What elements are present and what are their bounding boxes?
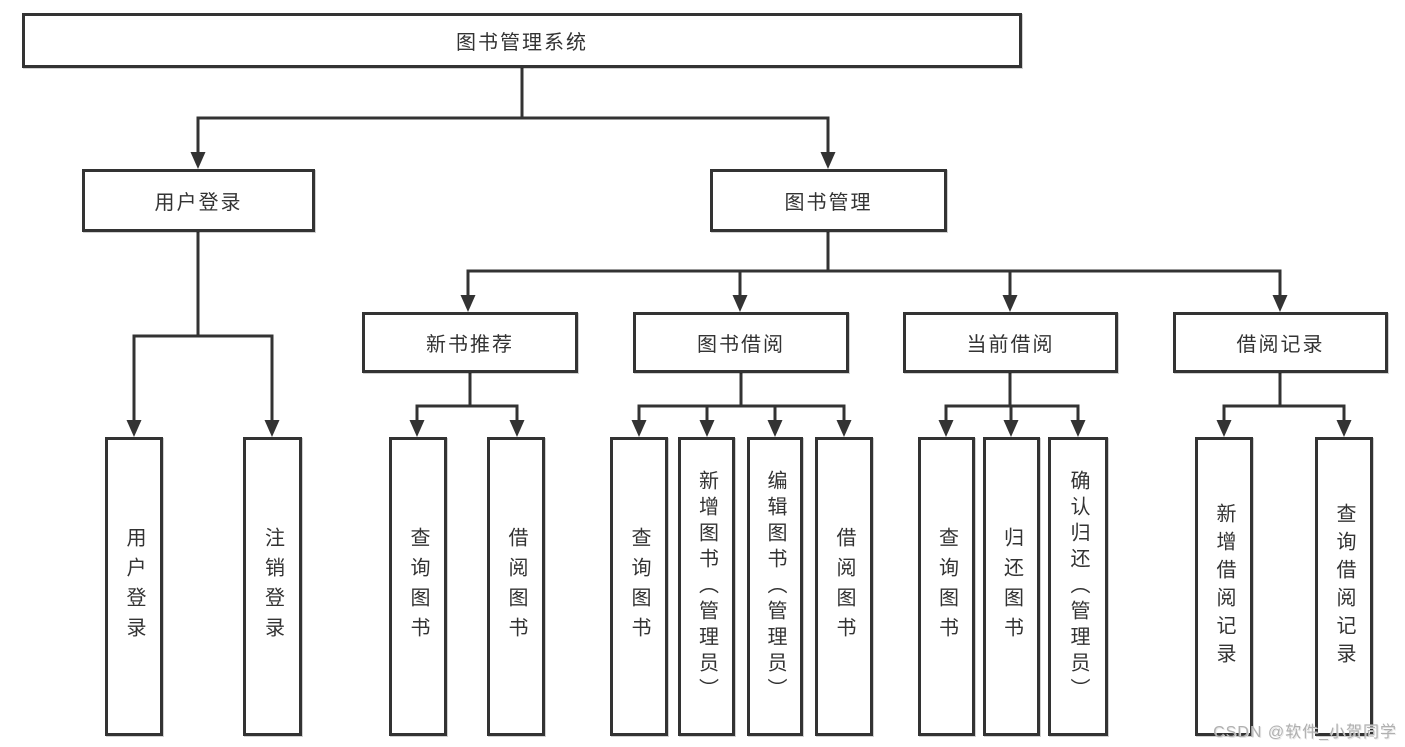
leaf-query-borrow-record-label: 查询借阅记录 [1333, 502, 1355, 671]
node-book-borrowing-label: 图书借阅 [697, 334, 785, 356]
leaf-current-query-books-label: 查询图书 [935, 526, 958, 647]
leaf-edit-books-admin: 编辑图书（管理员） [747, 437, 803, 736]
leaf-logout: 注销登录 [243, 437, 302, 736]
connector-book-borrowing-to-leaves [631, 373, 852, 437]
leaf-confirm-return-admin: 确认归还（管理员） [1048, 437, 1108, 736]
connector-new-book-recommend-to-leaves [409, 373, 525, 437]
leaf-user-login: 用户登录 [105, 437, 163, 736]
node-book-management-label: 图书管理 [784, 192, 873, 214]
connector-book-mgmt-to-branches [460, 232, 1288, 312]
leaf-borrowing-query-books-label: 查询图书 [628, 526, 650, 647]
node-borrow-records-label: 借阅记录 [1236, 334, 1325, 356]
node-borrow-records: 借阅记录 [1173, 312, 1388, 373]
leaf-recommend-borrow-books: 借阅图书 [487, 437, 545, 736]
leaf-add-books-admin: 新增图书（管理员） [678, 437, 735, 736]
leaf-edit-books-admin-label: 编辑图书（管理员） [764, 469, 786, 704]
node-library-system: 图书管理系统 [22, 13, 1022, 68]
connector-root-to-branches [190, 68, 836, 169]
node-book-borrowing: 图书借阅 [633, 312, 849, 373]
node-library-system-label: 图书管理系统 [456, 32, 588, 54]
leaf-return-books: 归还图书 [983, 437, 1040, 736]
node-book-management: 图书管理 [710, 169, 947, 232]
leaf-logout-label: 注销登录 [261, 526, 284, 647]
node-user-login-branch-label: 用户登录 [154, 192, 243, 214]
leaf-borrowing-borrow-books-label: 借阅图书 [833, 526, 855, 647]
leaf-recommend-query-books-label: 查询图书 [407, 526, 429, 647]
node-current-borrowing-label: 当前借阅 [966, 334, 1055, 356]
csdn-watermark: CSDN @软件_小贺同学 [1213, 724, 1397, 741]
leaf-current-query-books: 查询图书 [918, 437, 975, 736]
node-user-login-branch: 用户登录 [82, 169, 315, 232]
leaf-borrowing-borrow-books: 借阅图书 [815, 437, 873, 736]
leaf-recommend-borrow-books-label: 借阅图书 [505, 526, 527, 647]
leaf-query-borrow-record: 查询借阅记录 [1315, 437, 1373, 736]
connector-user-login-to-leaves [126, 232, 280, 437]
leaf-add-borrow-record: 新增借阅记录 [1195, 437, 1253, 736]
leaf-add-borrow-record-label: 新增借阅记录 [1213, 502, 1235, 671]
connector-current-borrowing-to-leaves [938, 373, 1086, 437]
connector-borrow-records-to-leaves [1216, 373, 1352, 437]
leaf-borrowing-query-books: 查询图书 [610, 437, 668, 736]
node-new-book-recommend: 新书推荐 [362, 312, 578, 373]
leaf-recommend-query-books: 查询图书 [389, 437, 447, 736]
leaf-user-login-label: 用户登录 [123, 526, 145, 647]
node-new-book-recommend-label: 新书推荐 [426, 334, 514, 356]
leaf-confirm-return-admin-label: 确认归还（管理员） [1067, 469, 1089, 704]
node-current-borrowing: 当前借阅 [903, 312, 1118, 373]
leaf-return-books-label: 归还图书 [1000, 526, 1023, 647]
leaf-add-books-admin-label: 新增图书（管理员） [695, 469, 718, 704]
